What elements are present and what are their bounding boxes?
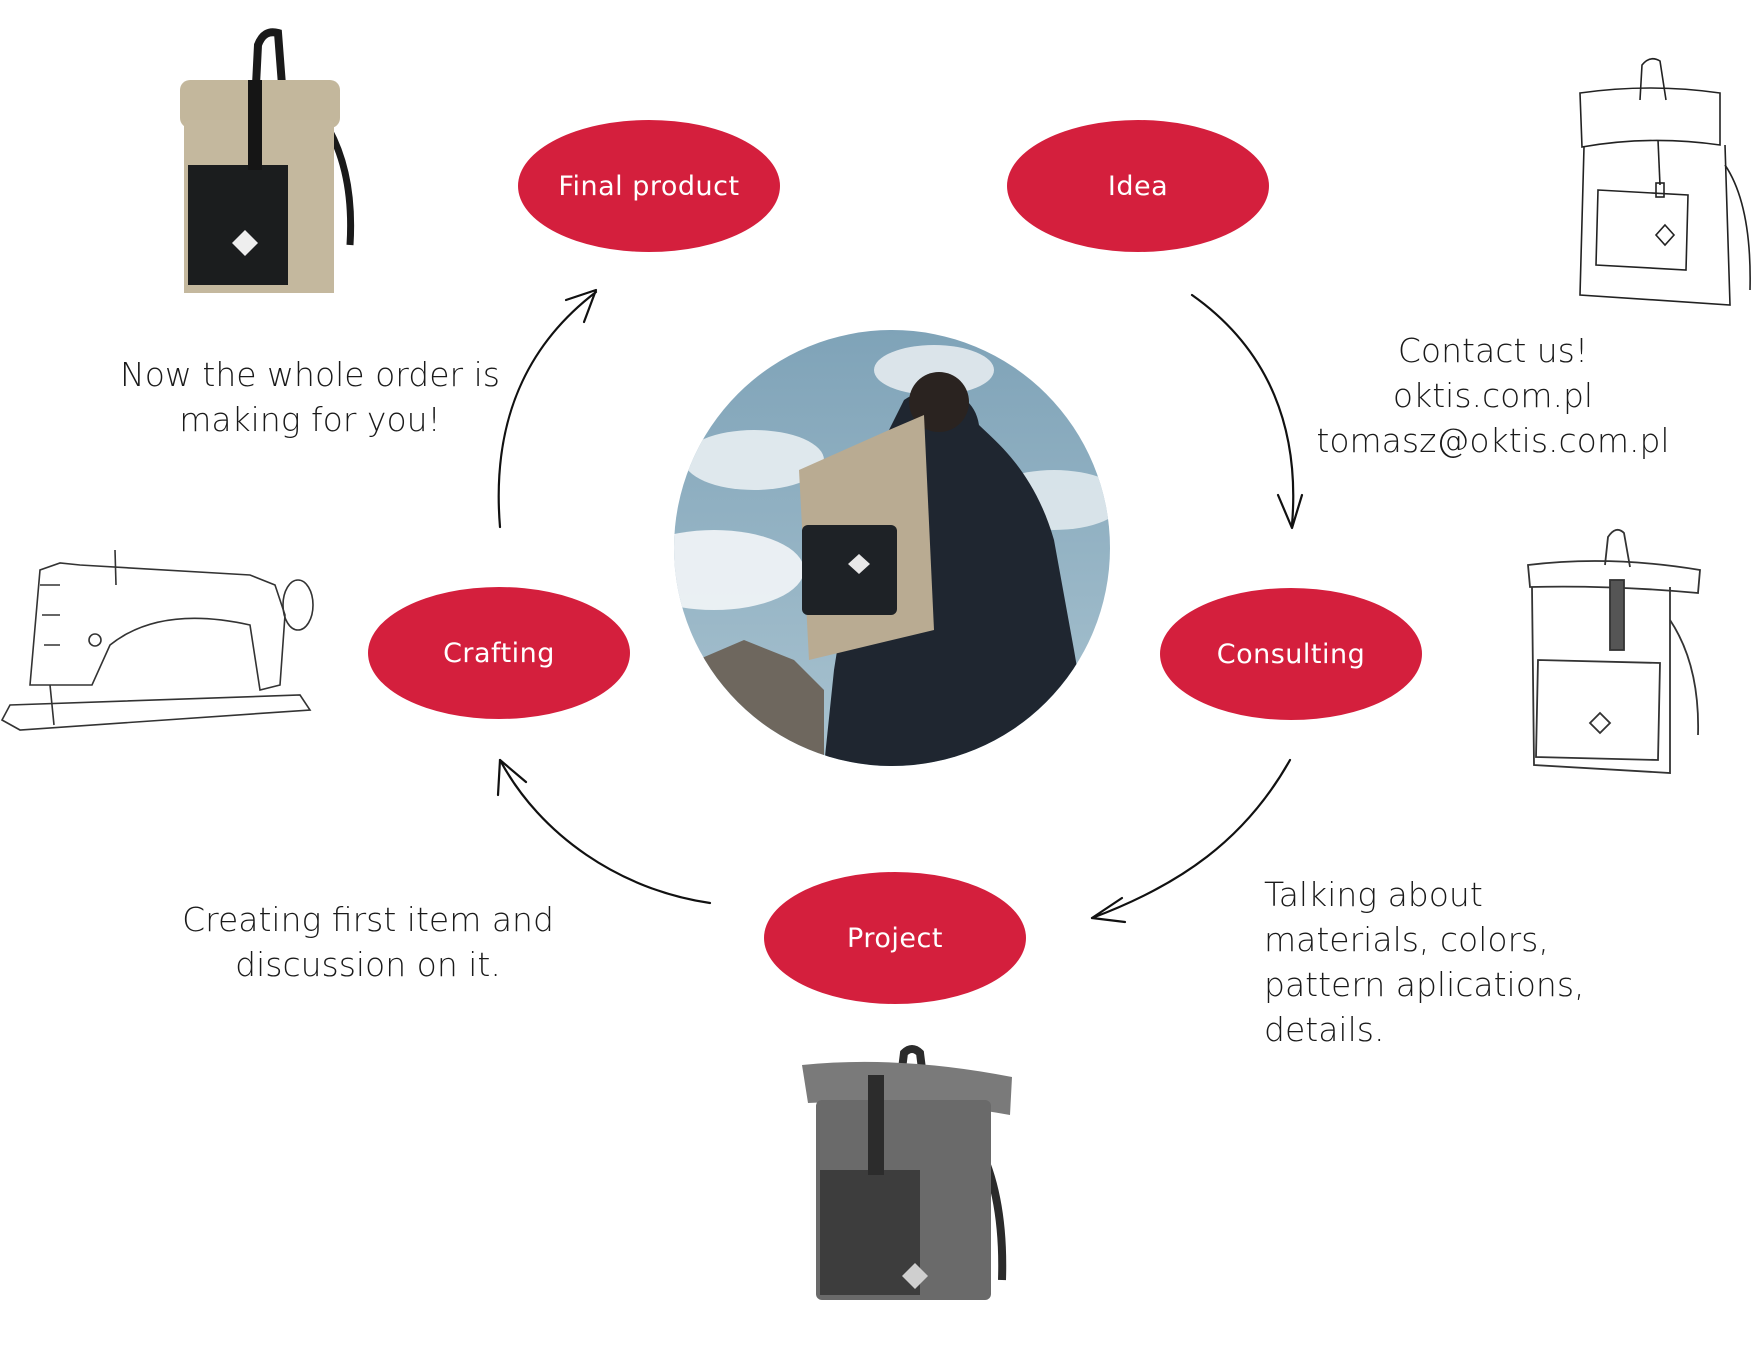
center-photo bbox=[674, 330, 1110, 766]
backpack-pencil-drawing-icon bbox=[1527, 528, 1701, 774]
crafting-image bbox=[0, 545, 320, 745]
arrow-project-to-crafting bbox=[498, 758, 712, 905]
caption-line: discussion on it. bbox=[235, 945, 501, 984]
arrow-crafting-to-final bbox=[497, 290, 598, 529]
consulting-image bbox=[1520, 525, 1710, 800]
project-image bbox=[800, 1045, 1015, 1305]
contact-email: tomasz@oktis.com.pl bbox=[1316, 421, 1670, 460]
caption-consulting: Talking about materials, colors, pattern… bbox=[1264, 872, 1724, 1052]
person-with-backpack-photo-icon bbox=[674, 330, 1110, 766]
caption-idea: Contact us! oktis.com.pl tomasz@oktis.co… bbox=[1293, 328, 1693, 463]
arrow-idea-to-consulting bbox=[1190, 293, 1295, 527]
arrow-head-project bbox=[1090, 896, 1127, 924]
backpack-sketch-icon bbox=[1579, 57, 1751, 306]
caption-line: making for you! bbox=[179, 400, 441, 439]
caption-line: Talking about bbox=[1264, 875, 1483, 914]
caption-line: materials, colors, bbox=[1264, 920, 1549, 959]
caption-line: Now the whole order is bbox=[120, 355, 500, 394]
backpack-prototype-icon bbox=[802, 1045, 1012, 1300]
step-consulting: Consulting bbox=[1160, 588, 1422, 720]
step-final-product: Final product bbox=[518, 120, 780, 252]
step-crafting: Crafting bbox=[368, 587, 630, 719]
arrow-consulting-to-project bbox=[1090, 758, 1292, 920]
arrow-head-consulting bbox=[1276, 493, 1304, 530]
arrow-head-crafting bbox=[496, 758, 528, 797]
step-idea: Idea bbox=[1007, 120, 1269, 252]
caption-line: Creating first item and bbox=[182, 900, 554, 939]
final-product-image bbox=[170, 25, 370, 293]
caption-line: details. bbox=[1264, 1010, 1385, 1049]
caption-line: pattern aplications, bbox=[1264, 965, 1585, 1004]
step-project: Project bbox=[764, 872, 1026, 1004]
caption-line: Contact us! bbox=[1397, 331, 1589, 370]
arrow-head-final bbox=[564, 288, 598, 324]
contact-website: oktis.com.pl bbox=[1392, 376, 1594, 415]
idea-image bbox=[1570, 55, 1755, 310]
finished-backpack-icon bbox=[180, 28, 355, 293]
caption-crafting: Creating first item and discussion on it… bbox=[168, 897, 568, 987]
sewing-machine-sketch-icon bbox=[0, 549, 314, 731]
caption-final-product: Now the whole order is making for you! bbox=[110, 352, 510, 442]
